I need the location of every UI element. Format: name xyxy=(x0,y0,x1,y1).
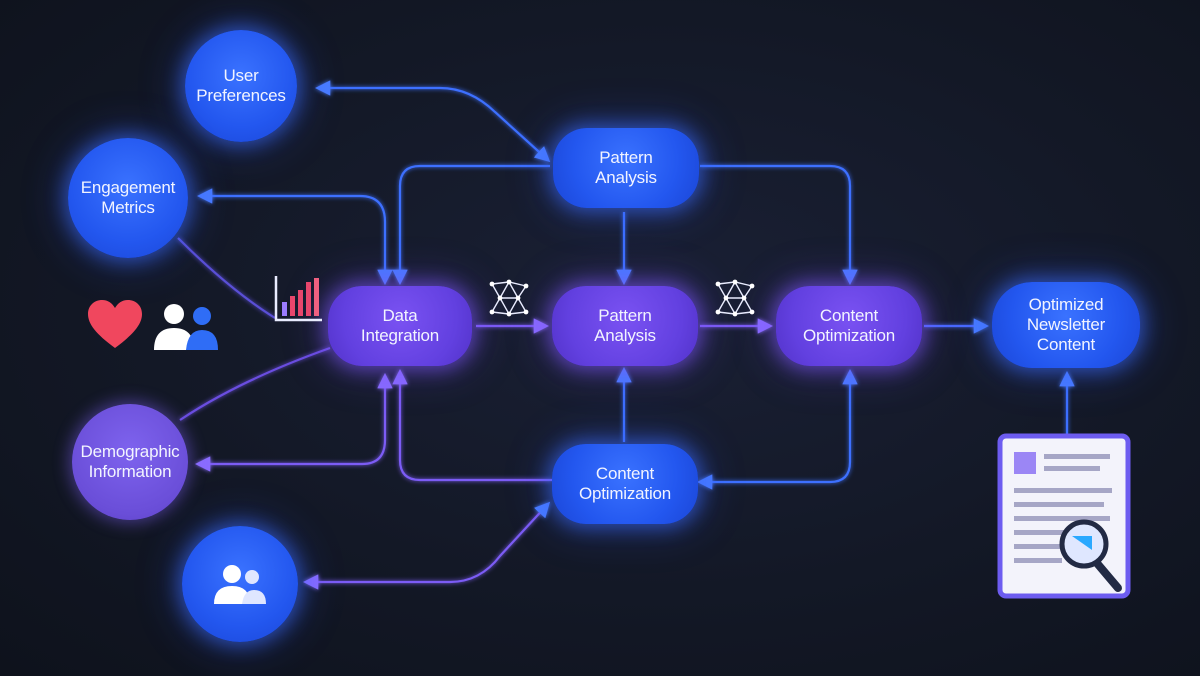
network-icon xyxy=(489,279,529,317)
node-label-line: Data xyxy=(382,306,418,325)
node-label-line: Pattern xyxy=(599,148,653,167)
node-label-line: Optimization xyxy=(802,326,896,345)
heart-icon xyxy=(88,300,142,348)
node-label-line: Preferences xyxy=(196,86,286,105)
node-label-line: Content xyxy=(595,464,655,483)
node-label-line: Pattern xyxy=(598,306,652,325)
connector-content-mid-to-bottom xyxy=(696,368,858,490)
node-label-line: Information xyxy=(88,462,172,481)
network-icon xyxy=(715,279,755,317)
users-icon xyxy=(214,565,266,604)
node-label-line: Content xyxy=(819,306,879,325)
node-label-line: Integration xyxy=(360,326,440,345)
connector-user-preferences xyxy=(314,80,551,163)
connector-audience xyxy=(302,501,551,590)
connector-engagement-to-chart xyxy=(177,237,276,319)
connector-data-to-content-bottom xyxy=(392,368,552,482)
node-label-line: Optimized xyxy=(1028,295,1104,314)
connector-demographic-curve xyxy=(179,346,331,421)
node-label-line: Optimization xyxy=(578,484,672,503)
node-label-line: Engagement xyxy=(80,178,176,197)
node-label-line: Analysis xyxy=(595,168,657,187)
node-label-line: User xyxy=(223,66,259,85)
users-icon xyxy=(154,304,218,350)
node-label-line: Newsletter xyxy=(1026,315,1106,334)
node-label-line: Analysis xyxy=(594,326,656,345)
node-label-line: Content xyxy=(1036,335,1096,354)
connector-demographic xyxy=(194,372,393,472)
connector-pattern-top-to-content xyxy=(700,164,858,286)
document-search-icon xyxy=(997,433,1131,599)
bar-chart-icon xyxy=(274,276,322,322)
connector-pattern-top-to-data xyxy=(392,164,550,286)
node-label-line: Demographic xyxy=(80,442,180,461)
connector-engagement-metrics xyxy=(196,188,393,286)
node-label-line: Metrics xyxy=(101,198,155,217)
node-audience[interactable] xyxy=(182,526,298,642)
